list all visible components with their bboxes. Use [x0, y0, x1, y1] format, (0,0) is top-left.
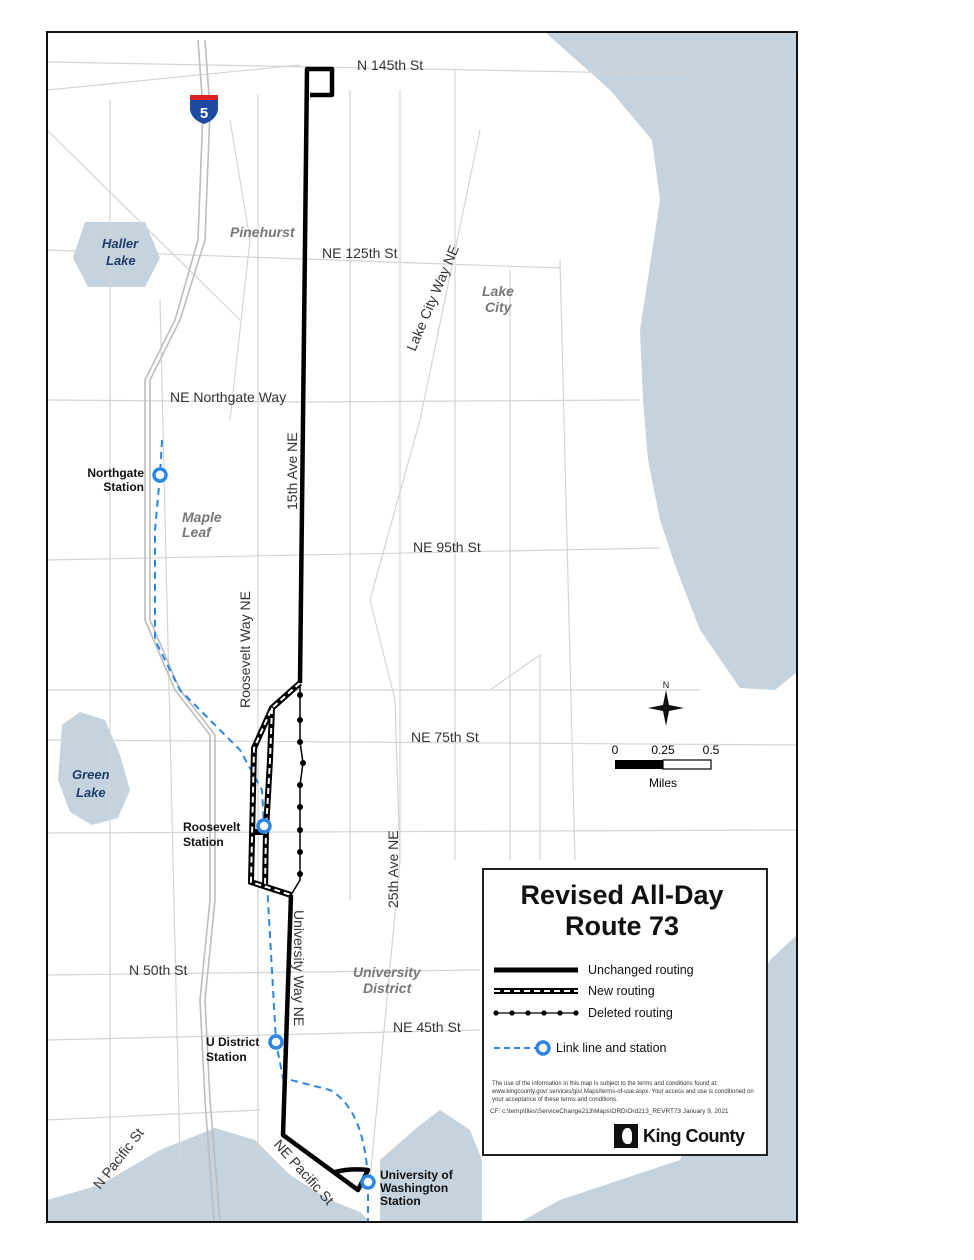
legend-item-new: New routing: [492, 981, 655, 1001]
highway-number: 5: [200, 105, 208, 122]
legend-disclaimer: The use of the information in this map i…: [492, 1081, 754, 1103]
u-district-station-icon: [268, 1034, 284, 1050]
label-uw-station: University of: [380, 1168, 454, 1182]
label-ne75: NE 75th St: [411, 729, 479, 745]
label-haller-lake: Lake: [106, 253, 136, 268]
scale-bar: 0 0.25 0.5 Miles: [612, 743, 720, 790]
legend-label: New routing: [588, 984, 655, 998]
label-university-district: University: [353, 964, 422, 980]
lake-washington: [545, 32, 797, 690]
haller-lake: [73, 222, 160, 287]
label-maple-leaf: Maple: [182, 509, 222, 525]
label-roosevelt-station: Station: [183, 835, 224, 849]
label-maple-leaf: Leaf: [182, 524, 212, 540]
scale-tick: 0: [612, 743, 619, 757]
roosevelt-station-icon: [256, 818, 272, 834]
label-n145: N 145th St: [357, 57, 423, 73]
scale-tick: 0.5: [703, 743, 720, 757]
legend-item-deleted: Deleted routing: [492, 1003, 673, 1023]
label-roosevelt-station: Roosevelt: [183, 820, 240, 834]
legend-label: Link line and station: [556, 1041, 667, 1055]
label-u-district-station: U District: [206, 1035, 259, 1049]
interstate-5-shield-icon: 5: [190, 95, 218, 124]
unchanged-line-icon: [494, 967, 578, 973]
label-green-lake: Green: [72, 767, 110, 782]
label-lake-city: Lake: [482, 283, 514, 299]
new-routing-line-icon: [494, 988, 578, 994]
deleted-routing-line-icon: [493, 1010, 579, 1016]
link-line-station-icon: [494, 1040, 551, 1056]
map-frame: [46, 31, 798, 1223]
king-county-emblem-icon: [614, 1124, 638, 1148]
label-n50: N 50th St: [129, 962, 187, 978]
legend-label: Unchanged routing: [588, 963, 694, 977]
legend-title-line: Route 73: [564, 911, 680, 941]
label-25th-ave: 25th Ave NE: [385, 830, 401, 908]
label-haller-lake: Haller: [102, 236, 139, 251]
north-label: N: [663, 680, 670, 690]
agency-name: King County: [643, 1125, 745, 1146]
legend-file-reference: CF: c:\temp\files\ServiceChange213\Maps\…: [490, 1108, 729, 1115]
north-arrow-icon: N: [648, 680, 684, 726]
legend-title: Revised All-Day Route 73: [484, 880, 760, 942]
road-network: [47, 39, 797, 1222]
northgate-station-icon: [152, 467, 168, 483]
station-markers: [152, 467, 376, 1190]
label-pinehurst: Pinehurst: [230, 224, 296, 240]
king-county-logo: King County: [614, 1124, 745, 1148]
legend-item-link: Link line and station: [492, 1038, 667, 1058]
link-light-rail-line: [154, 439, 369, 1222]
label-ne125: NE 125th St: [322, 245, 398, 261]
legend-item-unchanged: Unchanged routing: [492, 960, 694, 980]
uw-station-icon: [360, 1174, 376, 1190]
label-university-district: District: [363, 980, 413, 996]
portage-bay: [47, 1128, 370, 1222]
label-ne95: NE 95th St: [413, 539, 481, 555]
label-university-way: University Way NE: [291, 910, 307, 1026]
label-northgate-station: Station: [103, 480, 144, 494]
scale-unit: Miles: [649, 776, 677, 790]
unchanged-routing: [280, 66, 371, 1193]
label-uw-station: Washington: [380, 1181, 448, 1195]
label-u-district-station: Station: [206, 1050, 247, 1064]
label-northgate-station: Northgate: [87, 466, 144, 480]
label-15th-ave: 15th Ave NE: [284, 432, 300, 510]
deleted-routing: [290, 683, 306, 896]
label-roosevelt-way: Roosevelt Way NE: [237, 591, 253, 708]
label-lake-city: City: [485, 299, 513, 315]
legend: Revised All-Day Route 73 Unchanged routi…: [482, 868, 768, 1156]
label-ne45: NE 45th St: [393, 1019, 461, 1035]
label-green-lake: Lake: [76, 785, 106, 800]
label-northgate-way: NE Northgate Way: [170, 389, 286, 405]
legend-title-line: Revised All-Day: [520, 880, 724, 910]
label-uw-station: Station: [380, 1194, 421, 1208]
legend-label: Deleted routing: [588, 1006, 673, 1020]
union-bay: [380, 1110, 482, 1222]
scale-tick: 0.25: [651, 743, 675, 757]
